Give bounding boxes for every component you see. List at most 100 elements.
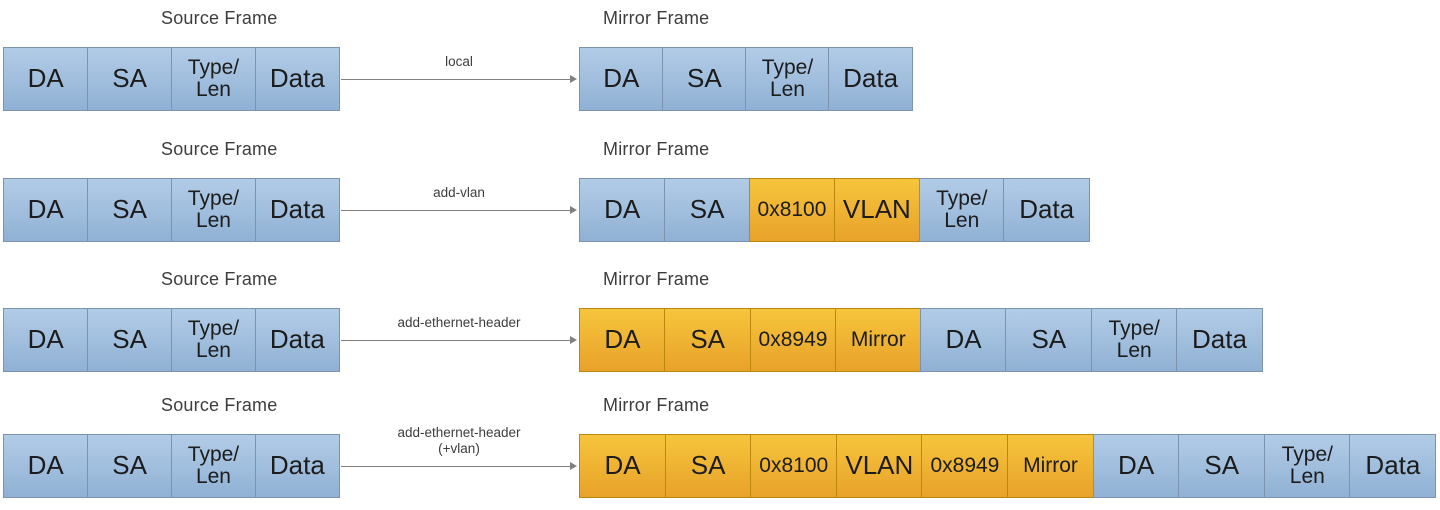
frame-field-data: Data <box>254 434 341 498</box>
frame-field-label: SA <box>689 194 725 225</box>
frame-field-label: Type/ Len <box>187 316 240 362</box>
frame-field-label: Mirror <box>1023 453 1078 477</box>
frame-field-mirror: Mirror <box>1006 434 1095 498</box>
frame-field-label: DA <box>604 324 641 355</box>
frame-field-label: Type/ Len <box>761 55 814 101</box>
arrowhead-icon <box>570 205 577 214</box>
frame-field-type-len: Type/ Len <box>745 47 830 111</box>
frame-field-label: SA <box>112 63 147 94</box>
frame-field-type-len: Type/ Len <box>170 47 257 111</box>
frame-field-label: 0x8949 <box>758 327 828 351</box>
arrow-label: add-vlan <box>341 185 577 201</box>
frame-field-sa: SA <box>86 308 173 372</box>
frame-field-type-len: Type/ Len <box>170 178 257 242</box>
frame-field-label: Type/ Len <box>187 55 240 101</box>
frame-field-type-len: Type/ Len <box>170 434 257 498</box>
frame-field-label: DA <box>604 194 641 225</box>
frame-field-type-len: Type/ Len <box>918 178 1005 242</box>
frame-field-label: DA <box>27 63 64 94</box>
frame-field-label: VLAN <box>842 194 911 225</box>
frame-field-0x8100: 0x8100 <box>748 178 836 242</box>
frame-field-data: Data <box>1349 434 1437 498</box>
mirror-frame-title: Mirror Frame <box>603 139 710 159</box>
frame-field-label: Type/ Len <box>1108 316 1160 362</box>
frame-field-label: SA <box>112 194 147 225</box>
arrowhead-icon <box>570 74 577 83</box>
frame-field-0x8100: 0x8100 <box>750 434 838 498</box>
arrow-label-line: add-vlan <box>433 185 485 200</box>
frame-field-label: Mirror <box>850 327 906 351</box>
frame-field-label: SA <box>112 450 147 481</box>
arrow-label-line: local <box>445 54 473 69</box>
source-frame: DA SA Type/ Len Data <box>3 434 341 498</box>
frame-field-label: Data <box>1365 450 1421 481</box>
source-frame-title: Source Frame <box>161 395 278 415</box>
frame-field-sa: SA <box>1005 308 1093 372</box>
source-frame-title: Source Frame <box>161 269 278 289</box>
frame-field-type-len: Type/ Len <box>1263 434 1351 498</box>
arrowhead-icon <box>570 461 577 470</box>
frame-field-data: Data <box>254 308 341 372</box>
arrow-label-line: add-ethernet-header <box>397 425 521 440</box>
frame-field-type-len: Type/ Len <box>170 308 257 372</box>
frame-field-label: Data <box>269 450 325 481</box>
frame-field-label: Data <box>269 63 325 94</box>
frame-field-label: Type/ Len <box>936 186 988 232</box>
frame-field-vlan: VLAN <box>835 434 923 498</box>
frame-field-label: DA <box>27 324 64 355</box>
frame-field-data: Data <box>1176 308 1263 372</box>
frame-field-label: 0x8949 <box>930 453 1000 477</box>
frame-field-label: DA <box>945 324 982 355</box>
frame-field-da: DA <box>579 308 666 372</box>
frame-field-label: SA <box>690 324 726 355</box>
mirror-mode-arrow <box>341 465 571 467</box>
frame-field-sa: SA <box>86 434 173 498</box>
arrow-label: add-ethernet-header(+vlan) <box>341 425 577 457</box>
frame-field-da: DA <box>3 47 89 111</box>
source-frame: DA SA Type/ Len Data <box>3 47 341 111</box>
frame-field-da: DA <box>3 308 89 372</box>
frame-field-label: SA <box>112 324 147 355</box>
frame-field-label: SA <box>1204 450 1240 481</box>
frame-field-label: DA <box>27 194 64 225</box>
frame-field-sa: SA <box>86 47 173 111</box>
frame-field-label: DA <box>27 450 64 481</box>
arrow-label-line: add-ethernet-header <box>397 315 521 330</box>
frame-field-sa: SA <box>664 434 752 498</box>
frame-field-sa: SA <box>86 178 173 242</box>
frame-field-da: DA <box>3 434 89 498</box>
frame-field-type-len: Type/ Len <box>1090 308 1178 372</box>
frame-field-da: DA <box>579 434 667 498</box>
frame-field-label: Type/ Len <box>187 442 240 488</box>
arrow-label-line: (+vlan) <box>438 441 480 456</box>
frame-field-data: Data <box>1003 178 1090 242</box>
frame-field-label: 0x8100 <box>757 197 827 221</box>
frame-field-da: DA <box>579 47 664 111</box>
frame-field-label: DA <box>603 63 640 94</box>
frame-field-mirror: Mirror <box>834 308 922 372</box>
frame-field-label: Type/ Len <box>1281 442 1333 488</box>
frame-field-label: Data <box>269 324 325 355</box>
frame-field-label: VLAN <box>845 450 914 481</box>
frame-field-label: Type/ Len <box>187 186 240 232</box>
mirror-frame: DA SA 0x8949 Mirror DA SA Type/ Len Data <box>579 308 1263 372</box>
source-frame-title: Source Frame <box>161 139 278 159</box>
frame-field-label: Data <box>1019 194 1075 225</box>
mirror-frame-title: Mirror Frame <box>603 8 710 28</box>
frame-field-data: Data <box>828 47 913 111</box>
frame-field-sa: SA <box>663 178 751 242</box>
frame-field-label: SA <box>1031 324 1067 355</box>
frame-field-data: Data <box>254 47 341 111</box>
mirror-mode-arrow <box>341 209 571 211</box>
frame-field-label: DA <box>604 450 641 481</box>
mirror-mode-arrow <box>341 78 571 80</box>
arrowhead-icon <box>570 335 577 344</box>
arrow-label: add-ethernet-header <box>341 315 577 331</box>
frame-field-label: DA <box>1118 450 1155 481</box>
mirror-mode-arrow <box>341 339 571 341</box>
frame-field-da: DA <box>1092 434 1180 498</box>
